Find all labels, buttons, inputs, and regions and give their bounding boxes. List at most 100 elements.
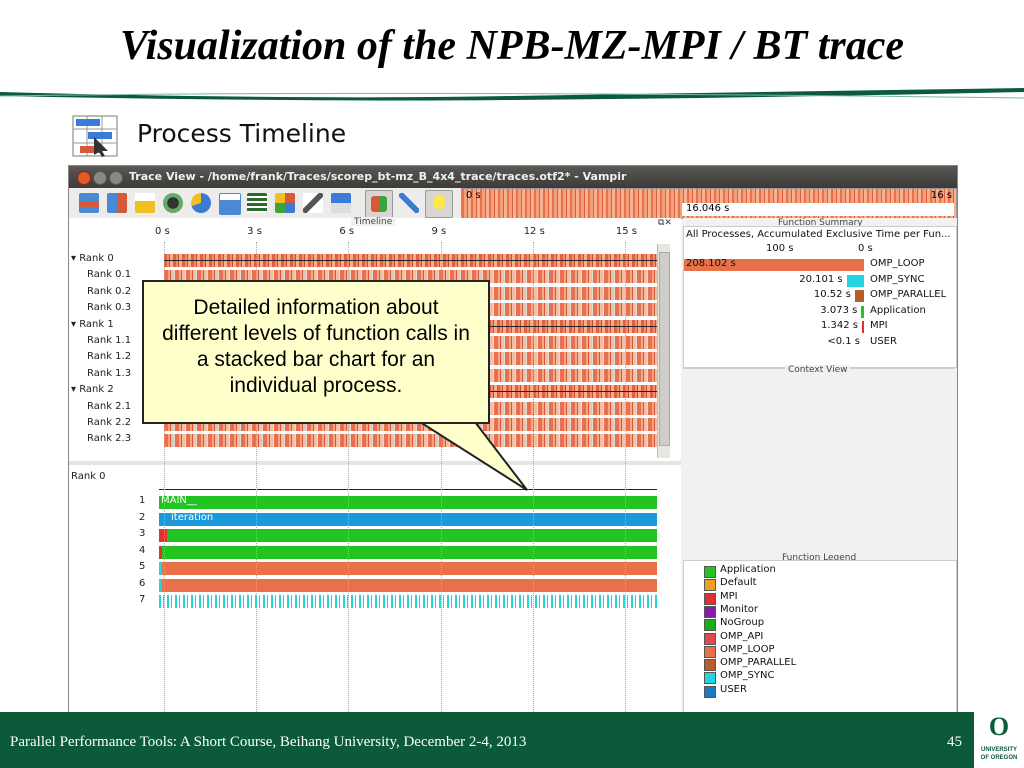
rank-label[interactable]: Rank 2.1 (87, 401, 131, 412)
overview-selection[interactable] (682, 203, 954, 216)
function-summary-name: MPI (870, 320, 888, 332)
timeline-tick-label: 3 s (247, 226, 262, 237)
process-message-line (159, 489, 657, 490)
function-summary-axis-left: 100 s (766, 243, 794, 254)
timeline-scroll-thumb[interactable] (659, 252, 670, 446)
rank-label[interactable]: Rank 0.1 (87, 269, 131, 280)
legend-label: OMP_PARALLEL (720, 657, 797, 669)
timeline-vertical-scrollbar[interactable] (657, 244, 670, 458)
legend-label: NoGroup (720, 617, 765, 629)
call-depth-bar[interactable] (159, 529, 657, 542)
call-depth-label: 6 (139, 577, 146, 589)
logo-line-2: OF OREGON (980, 755, 1018, 761)
call-depth-bar[interactable] (159, 512, 657, 526)
function-summary-button[interactable] (191, 193, 211, 213)
page-number: 45 (947, 734, 962, 750)
context-view-pane-label: Context View (785, 365, 851, 375)
rank-label[interactable]: Rank 0.3 (87, 302, 131, 313)
rank-label[interactable]: Rank 2.2 (87, 417, 131, 428)
rank-label-text: Rank 2 (79, 384, 114, 396)
legend-label: OMP_API (720, 630, 764, 642)
performance-radar-button[interactable] (163, 193, 183, 213)
process-timeline-button[interactable] (107, 193, 127, 213)
call-tree-button[interactable] (331, 193, 351, 213)
iteration-function-label: iteration (171, 512, 214, 523)
timeline-gridline (348, 242, 350, 722)
rank-label-text: Rank 2.2 (87, 417, 132, 428)
legend-swatch (704, 632, 716, 645)
communication-matrix-button[interactable] (275, 193, 295, 213)
rank-label-text: Rank 2.1 (87, 400, 132, 412)
legend-swatch (704, 659, 716, 672)
expand-triangle-icon[interactable]: ▾ (71, 318, 80, 330)
rank-label[interactable]: Rank 0.2 (87, 286, 131, 297)
pane-splitter[interactable] (69, 461, 681, 465)
legend-swatch (704, 672, 716, 685)
call-depth-label: 4 (139, 544, 146, 556)
legend-swatch (704, 592, 716, 605)
callout-box: Detailed information about different lev… (142, 280, 490, 424)
logo-letter: O (988, 712, 1010, 741)
maximize-window-button[interactable] (109, 171, 123, 185)
call-depth-bar[interactable] (159, 545, 657, 559)
pane-undock-icon[interactable]: ⧉✕ (658, 218, 672, 228)
legend-label: MPI (720, 590, 738, 602)
call-depth-bar[interactable] (159, 496, 657, 509)
function-summary-row[interactable]: 1.342 s MPI (684, 320, 956, 334)
message-summary-button[interactable] (219, 193, 241, 215)
function-summary-value: 10.52 s (813, 289, 851, 301)
lightbulb-icon (433, 195, 445, 209)
function-summary-header: All Processes, Accumulated Exclusive Tim… (686, 229, 951, 240)
function-summary-bar (861, 305, 864, 318)
logo-line-1: UNIVERSITY (980, 747, 1017, 753)
legend-label: OMP_LOOP (720, 643, 775, 655)
filter-toggle-button[interactable] (365, 190, 393, 218)
io-events-button[interactable] (303, 193, 323, 213)
slide-title: Visualization of the NPB-MZ-MPI / BT tra… (119, 23, 905, 69)
rank-timeline-bar[interactable] (164, 434, 657, 448)
function-summary-bar (854, 290, 864, 303)
expand-triangle-icon[interactable]: ▾ (71, 253, 80, 264)
function-summary-name: Application (870, 304, 926, 316)
counter-timeline-button[interactable] (135, 193, 155, 213)
section-heading: Process Timeline (137, 119, 347, 148)
expand-triangle-icon[interactable]: ▾ (71, 384, 80, 396)
call-depth-bar[interactable] (159, 595, 657, 608)
rank-label[interactable]: Rank 1.2 (87, 351, 131, 362)
window-titlebar[interactable]: Trace View - /home/frank/Traces/scorep_b… (69, 166, 957, 188)
call-depth-label: 7 (139, 594, 146, 605)
timeline-gridline (532, 242, 535, 722)
minimize-window-button[interactable] (93, 171, 107, 185)
rank-label[interactable]: Rank 2.3 (87, 433, 131, 444)
pin-icon[interactable] (399, 193, 419, 213)
rank-label[interactable]: ▾ Rank 0 (71, 253, 114, 264)
master-timeline-button[interactable] (79, 193, 99, 213)
call-depth-label: 3 (139, 528, 146, 539)
rank-label[interactable]: Rank 1.3 (87, 368, 131, 379)
function-summary-value: 208.102 s (686, 258, 736, 269)
zoom-overview-bar[interactable]: 0 s 16 s 16.046 s (461, 188, 957, 219)
rank-label-text: Rank 0.1 (87, 269, 132, 281)
process-summary-button[interactable] (247, 193, 267, 213)
timeline-gridline (624, 242, 627, 722)
call-depth-bar[interactable] (159, 578, 657, 592)
timeline-tick-label: 12 s (523, 226, 545, 237)
close-window-button[interactable] (77, 171, 91, 185)
call-depth-bar[interactable] (159, 562, 657, 575)
legend-label: USER (720, 683, 747, 695)
rank-label[interactable]: Rank 1.1 (87, 335, 131, 346)
rank-label[interactable]: ▾ Rank 1 (71, 319, 114, 330)
message-line (164, 260, 657, 261)
rank-label[interactable]: ▾ Rank 2 (71, 384, 114, 395)
function-summary-value: 1.342 s (820, 320, 858, 332)
hint-toggle-button[interactable] (425, 190, 453, 218)
university-logo: O UNIVERSITY OF OREGON (974, 712, 1024, 768)
legend-swatch (704, 619, 716, 632)
rank-label-text: Rank 0 (79, 253, 114, 264)
